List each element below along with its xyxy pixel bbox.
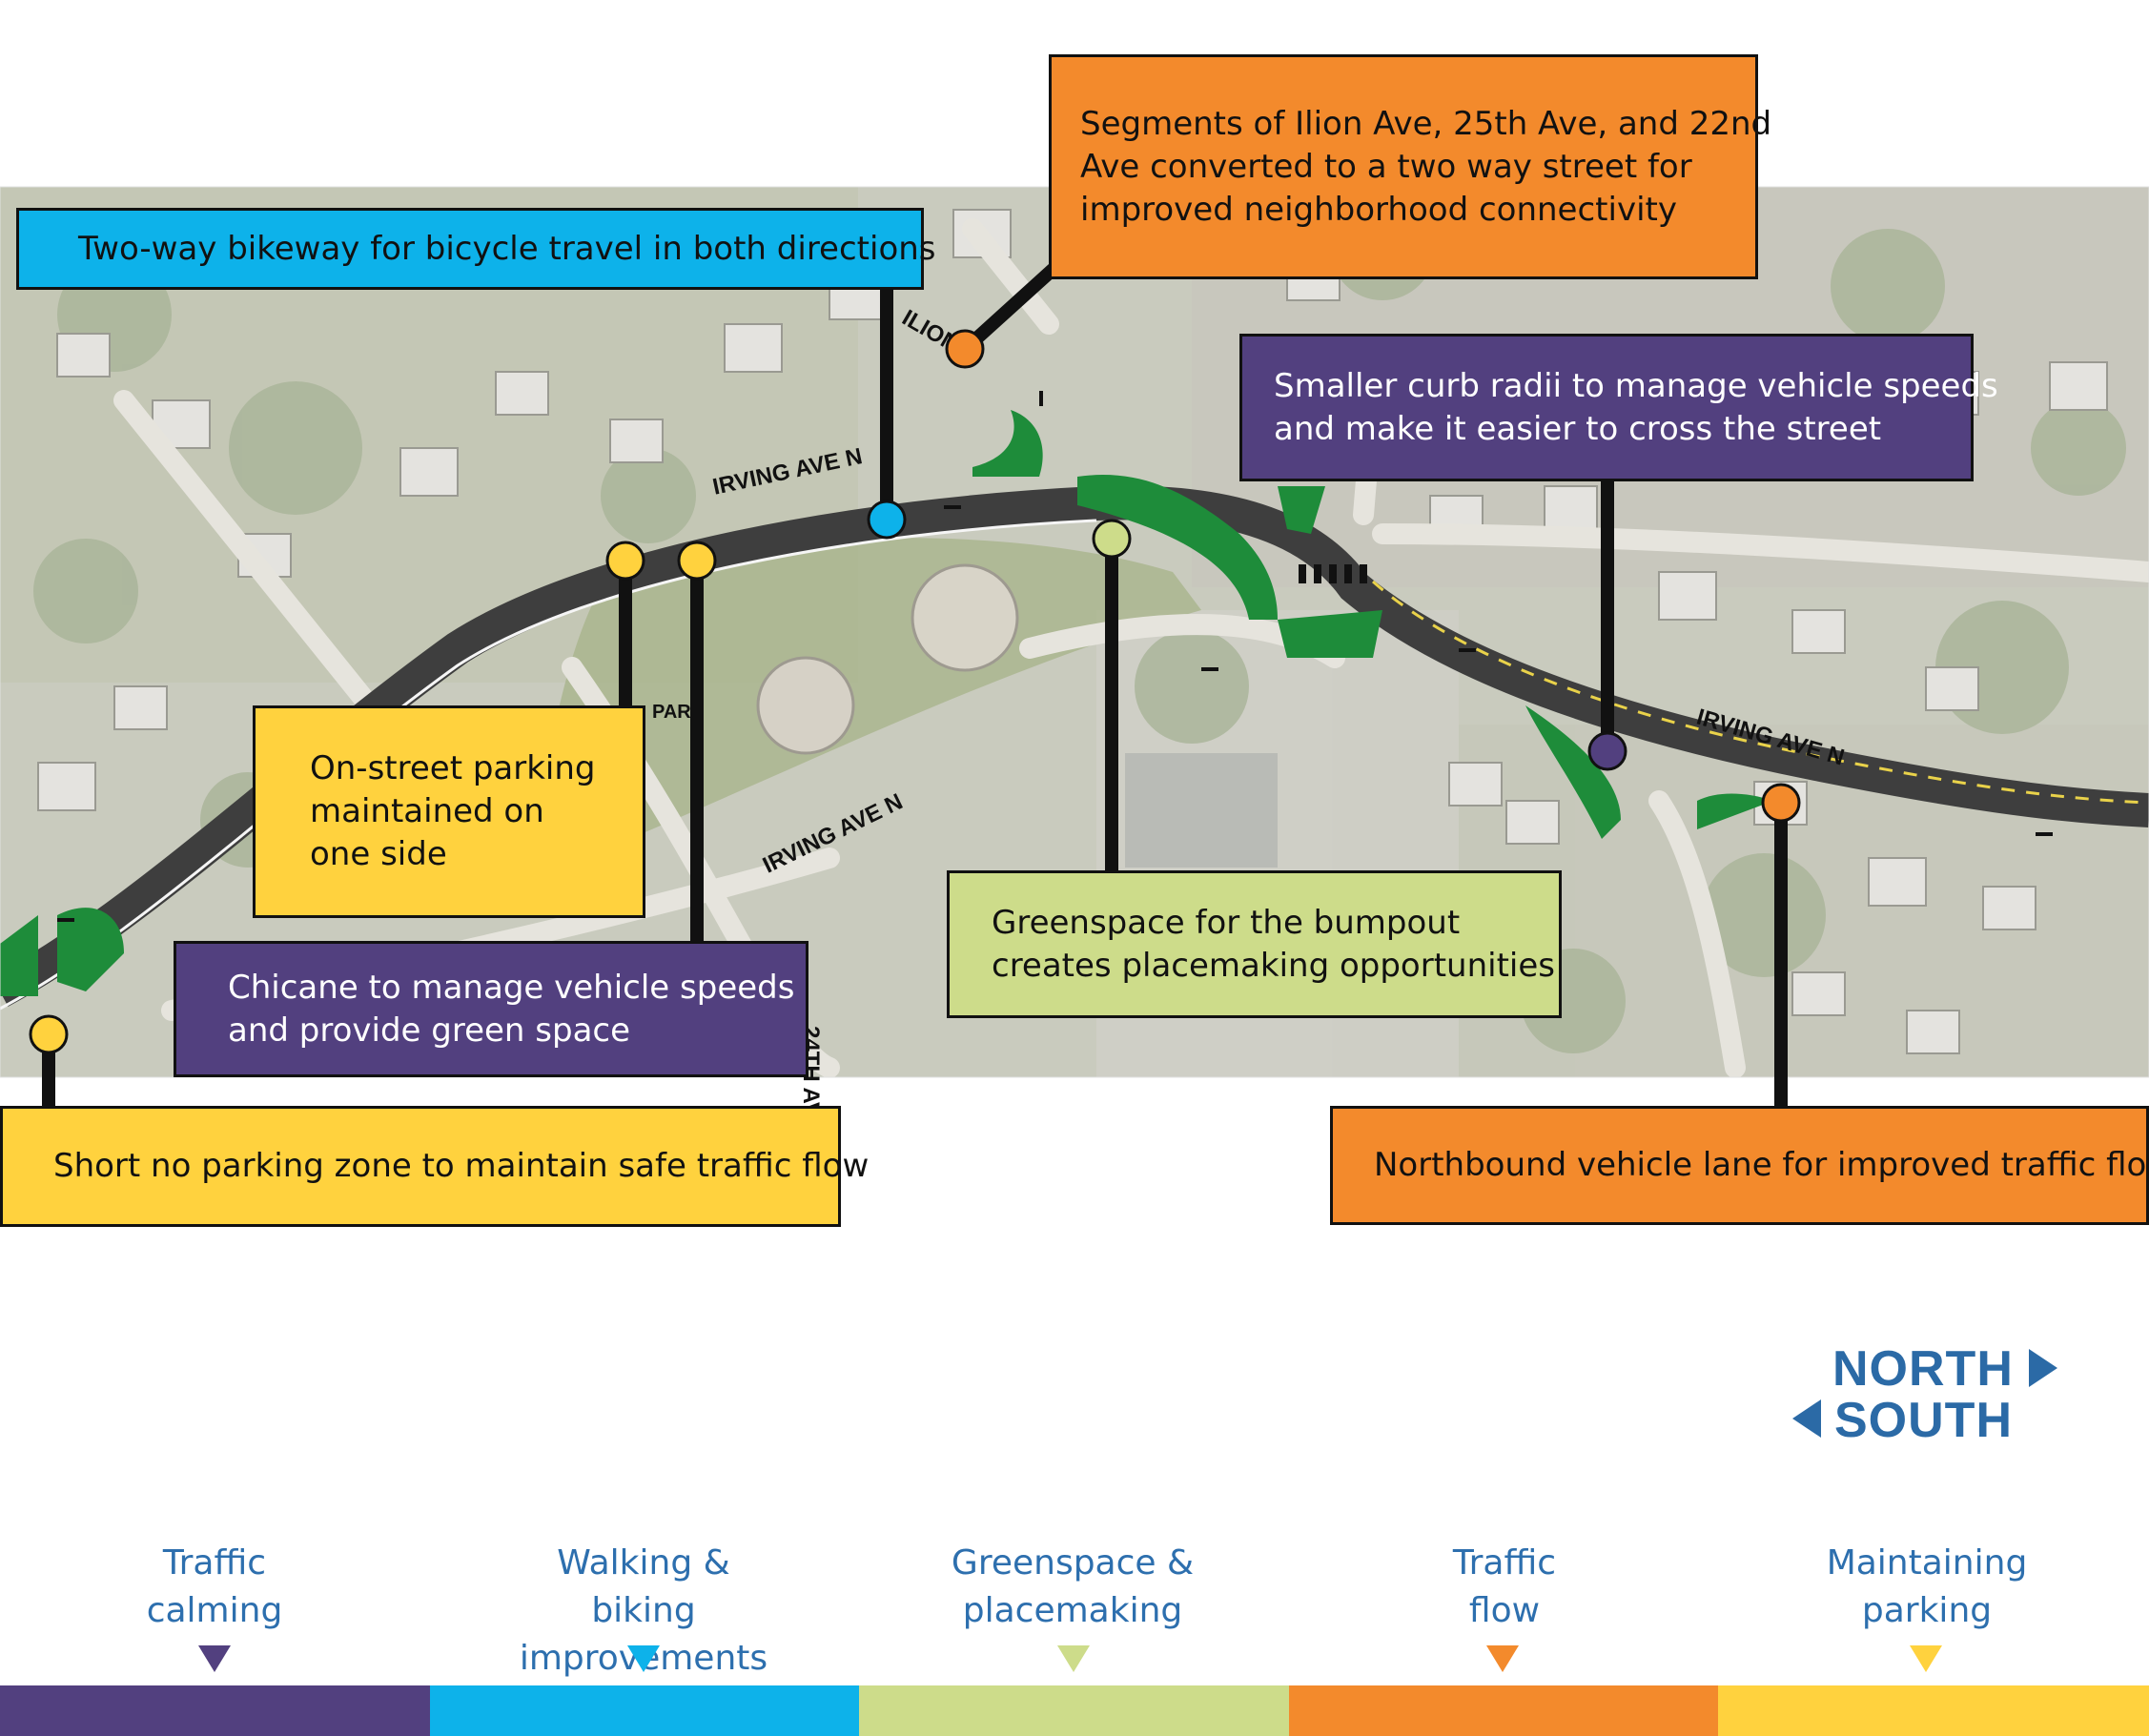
bikeway-edge <box>0 519 1097 1011</box>
legend-label-traffic-flow: Traffic flow <box>1361 1540 1648 1635</box>
legend-band-walking-biking <box>430 1685 859 1736</box>
legend-text: parking <box>1861 1591 1993 1630</box>
street-label-park: PAR <box>652 702 691 723</box>
callout-greenspace: Greenspace for the bumpout creates place… <box>947 870 1562 1018</box>
callout-curb-radii-line: Smaller curb radii to manage vehicle spe… <box>1274 366 1998 405</box>
marker-no-parking <box>29 1014 69 1054</box>
legend-text: flow <box>1468 1591 1541 1630</box>
marker-curb-radii <box>1587 731 1627 771</box>
legend-text: Maintaining <box>1826 1543 2028 1583</box>
marker-greenspace <box>1092 519 1132 559</box>
marker-parking-b <box>677 541 717 581</box>
callout-curb-radii-line: and make it easier to cross the street <box>1274 409 1882 448</box>
callout-two-way-line: Segments of Ilion Ave, 25th Ave, and 22n… <box>1080 104 1772 143</box>
legend-label-maintaining-parking: Maintaining parking <box>1784 1540 2070 1635</box>
brand-south: SOUTH <box>1834 1393 2013 1448</box>
callout-two-way-bikeway: Two-way bikeway for bicycle travel in bo… <box>16 208 936 290</box>
legend-band-maintaining-parking <box>1718 1685 2149 1736</box>
callout-northbound-line: Northbound vehicle lane for improved tra… <box>1374 1146 2149 1184</box>
legend-text: Traffic <box>1452 1543 1557 1583</box>
legend-text: calming <box>146 1591 283 1630</box>
callout-parking-line: one side <box>310 835 447 873</box>
callout-parking-line: On-street parking <box>310 749 596 787</box>
callout-curb-radii: Smaller curb radii to manage vehicle spe… <box>1239 334 1998 481</box>
legend-band-traffic-calming <box>0 1685 430 1736</box>
green-bumpouts <box>0 410 1773 996</box>
callout-no-parking-zone: Short no parking zone to maintain safe t… <box>0 1106 870 1227</box>
legend-pointer-walking-biking <box>627 1645 660 1672</box>
callout-two-way-streets: Segments of Ilion Ave, 25th Ave, and 22n… <box>1049 54 1772 279</box>
callout-two-way-line: improved neighborhood connectivity <box>1080 190 1677 229</box>
callout-two-way-line: Ave converted to a two way street for <box>1080 147 1692 186</box>
callout-greenspace-line: Greenspace for the bumpout <box>992 903 1461 942</box>
callout-chicane-line: Chicane to manage vehicle speeds <box>228 968 795 1007</box>
legend-label-greenspace: Greenspace & placemaking <box>930 1540 1216 1635</box>
marker-parking-a <box>605 541 645 581</box>
marker-northbound <box>1761 783 1801 823</box>
arrow-right-icon <box>2029 1349 2057 1387</box>
legend-text: Greenspace & <box>951 1543 1195 1583</box>
callout-chicane: Chicane to manage vehicle speeds and pro… <box>174 941 808 1077</box>
playground <box>911 563 1019 672</box>
legend-band-traffic-flow <box>1289 1685 1718 1736</box>
legend-label-traffic-calming: Traffic calming <box>72 1540 358 1635</box>
legend-text: Traffic <box>162 1543 267 1583</box>
marker-bikeway <box>867 500 907 540</box>
legend-text: placemaking <box>962 1591 1183 1630</box>
legend-pointer-traffic-calming <box>198 1645 231 1672</box>
callout-bikeway-line: Two-way bikeway for bicycle travel in bo… <box>78 229 936 268</box>
callout-northbound-lane: Northbound vehicle lane for improved tra… <box>1330 1106 2149 1225</box>
callout-no-parking-line: Short no parking zone to maintain safe t… <box>53 1147 870 1185</box>
callout-parking-line: maintained on <box>310 792 544 830</box>
callout-chicane-line: and provide green space <box>228 1011 631 1050</box>
brand-north: NORTH <box>1832 1341 2014 1397</box>
marker-two-way <box>945 329 985 369</box>
crosswalk <box>1299 564 1367 583</box>
lane-arrows <box>57 391 2053 922</box>
splash-pad <box>756 656 855 755</box>
legend-pointer-greenspace <box>1057 1645 1090 1672</box>
irving-ave-centerline <box>1372 580 2149 805</box>
legend-text: Walking & biking <box>557 1543 730 1630</box>
legend-band-greenspace <box>859 1685 1289 1736</box>
parking-lot <box>1125 753 1278 868</box>
arrow-left-icon <box>1792 1399 1821 1438</box>
callout-on-street-parking: On-street parking maintained on one side <box>253 705 645 918</box>
callout-greenspace-line: creates placemaking opportunities <box>992 946 1555 985</box>
legend-pointer-traffic-flow <box>1486 1645 1519 1672</box>
legend-pointer-maintaining-parking <box>1910 1645 1942 1672</box>
